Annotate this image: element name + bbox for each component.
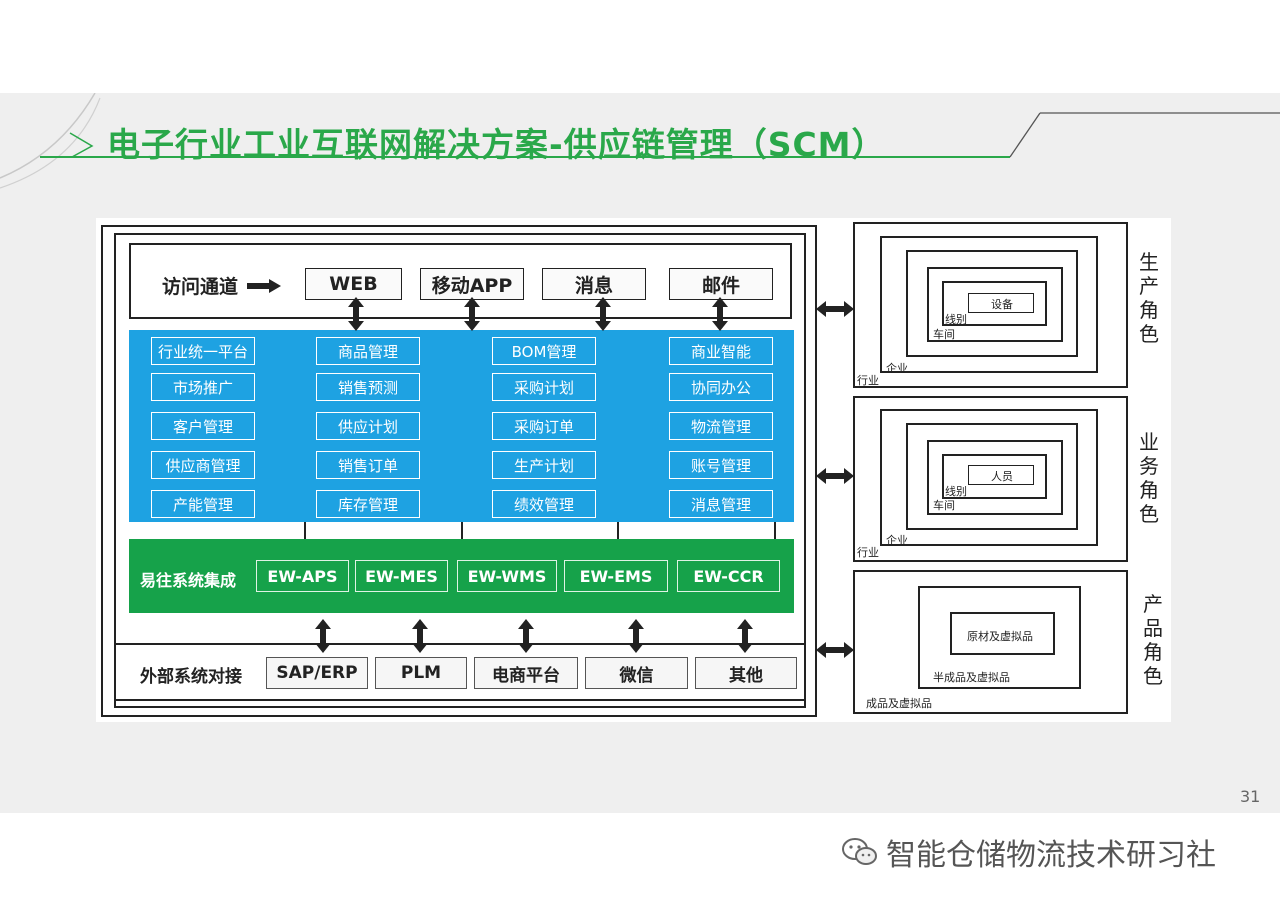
- double-arrow-icon: [315, 619, 331, 653]
- production-role-core: [968, 293, 1034, 313]
- double-arrow-icon: [712, 297, 728, 331]
- module-item: 客户管理: [151, 412, 255, 440]
- business-role-frame: [853, 396, 1128, 562]
- product-role-core: [950, 612, 1055, 655]
- layer-label: 企业: [886, 534, 908, 547]
- business-role-core: [968, 465, 1034, 485]
- channel-message: 消息: [542, 268, 646, 300]
- module-item: BOM管理: [492, 337, 596, 365]
- module-item: 供应计划: [316, 412, 420, 440]
- layer-label: 线别: [945, 485, 967, 498]
- module-item: 物流管理: [669, 412, 773, 440]
- integration-label: 易往系统集成: [140, 571, 237, 590]
- double-arrow-icon: [412, 619, 428, 653]
- wechat-icon: [842, 838, 877, 865]
- external-item: 电商平台: [474, 657, 578, 689]
- page-number: 31: [1240, 787, 1261, 806]
- access-channel-label: 访问通道: [162, 276, 239, 298]
- module-item: 供应商管理: [151, 451, 255, 479]
- production-role-frame: [853, 222, 1128, 388]
- business-role-title: 业务角色: [1139, 430, 1159, 526]
- double-arrow-icon: [816, 642, 854, 658]
- channel-web: WEB: [305, 268, 402, 300]
- layer-label: 行业: [857, 374, 879, 387]
- layer-label: 车间: [933, 499, 955, 512]
- module-item: 商品管理: [316, 337, 420, 365]
- module-item: 生产计划: [492, 451, 596, 479]
- business-role-layer: [942, 454, 1047, 499]
- double-arrow-icon: [628, 619, 644, 653]
- external-item: PLM: [375, 657, 467, 689]
- watermark: 智能仓储物流技术研习社: [840, 830, 1216, 874]
- module-item: 采购订单: [492, 412, 596, 440]
- module-item: 行业统一平台: [151, 337, 255, 365]
- layer-label: 线别: [945, 313, 967, 326]
- watermark-text: 智能仓储物流技术研习社: [886, 838, 1216, 873]
- page-title: 电子行业工业互联网解决方案-供应链管理（SCM）: [107, 125, 886, 164]
- right-arrow-icon: [247, 279, 281, 293]
- module-item: 市场推广: [151, 373, 255, 401]
- external-systems-box: [114, 643, 806, 701]
- double-arrow-icon: [518, 619, 534, 653]
- double-arrow-icon: [464, 297, 480, 331]
- title-decoration: [0, 93, 1280, 189]
- module-item: 绩效管理: [492, 490, 596, 518]
- production-role-layer: [906, 250, 1078, 357]
- channel-mobile-app: 移动APP: [420, 268, 524, 300]
- production-role-layer: [927, 267, 1063, 342]
- external-item: 其他: [695, 657, 797, 689]
- integration-item: EW-EMS: [564, 560, 668, 592]
- module-item: 账号管理: [669, 451, 773, 479]
- architecture-outer-frame: [101, 225, 817, 717]
- layer-label: 企业: [886, 362, 908, 375]
- channel-email: 邮件: [669, 268, 773, 300]
- integration-item: EW-WMS: [457, 560, 557, 592]
- module-item: 消息管理: [669, 490, 773, 518]
- layer-label: 原材及虚拟品: [967, 630, 1033, 643]
- integration-block: [129, 539, 794, 613]
- module-item: 商业智能: [669, 337, 773, 365]
- production-role-layer: [880, 236, 1098, 373]
- layer-label: 人员: [991, 470, 1013, 483]
- connector-line: [461, 522, 463, 539]
- connector-line: [774, 522, 776, 539]
- double-arrow-icon: [816, 301, 854, 317]
- business-role-layer: [927, 440, 1063, 515]
- layer-label: 设备: [991, 298, 1013, 311]
- product-role-layer: [918, 586, 1081, 689]
- integration-item: EW-MES: [355, 560, 448, 592]
- double-arrow-icon: [348, 297, 364, 331]
- layer-label: 车间: [933, 328, 955, 341]
- module-item: 采购计划: [492, 373, 596, 401]
- double-arrow-icon: [816, 468, 854, 484]
- module-item: 销售订单: [316, 451, 420, 479]
- product-role-title: 产品角色: [1143, 592, 1163, 688]
- product-role-frame: [853, 570, 1128, 714]
- integration-item: EW-APS: [256, 560, 349, 592]
- module-item: 协同办公: [669, 373, 773, 401]
- business-role-layer: [880, 409, 1098, 546]
- production-role-layer: [942, 281, 1047, 326]
- access-channel-box: [129, 243, 792, 319]
- module-item: 库存管理: [316, 490, 420, 518]
- module-item: 销售预测: [316, 373, 420, 401]
- external-systems-label: 外部系统对接: [140, 667, 242, 687]
- module-item: 产能管理: [151, 490, 255, 518]
- external-item: SAP/ERP: [266, 657, 368, 689]
- connector-line: [617, 522, 619, 539]
- layer-label: 半成品及虚拟品: [933, 671, 1010, 684]
- connector-line: [304, 522, 306, 539]
- business-role-layer: [906, 423, 1078, 530]
- production-role-title: 生产角色: [1139, 250, 1159, 346]
- double-arrow-icon: [737, 619, 753, 653]
- double-arrow-icon: [595, 297, 611, 331]
- external-item: 微信: [585, 657, 688, 689]
- architecture-inner-frame: [114, 233, 806, 708]
- layer-label: 成品及虚拟品: [866, 697, 932, 710]
- integration-item: EW-CCR: [677, 560, 780, 592]
- layer-label: 行业: [857, 546, 879, 559]
